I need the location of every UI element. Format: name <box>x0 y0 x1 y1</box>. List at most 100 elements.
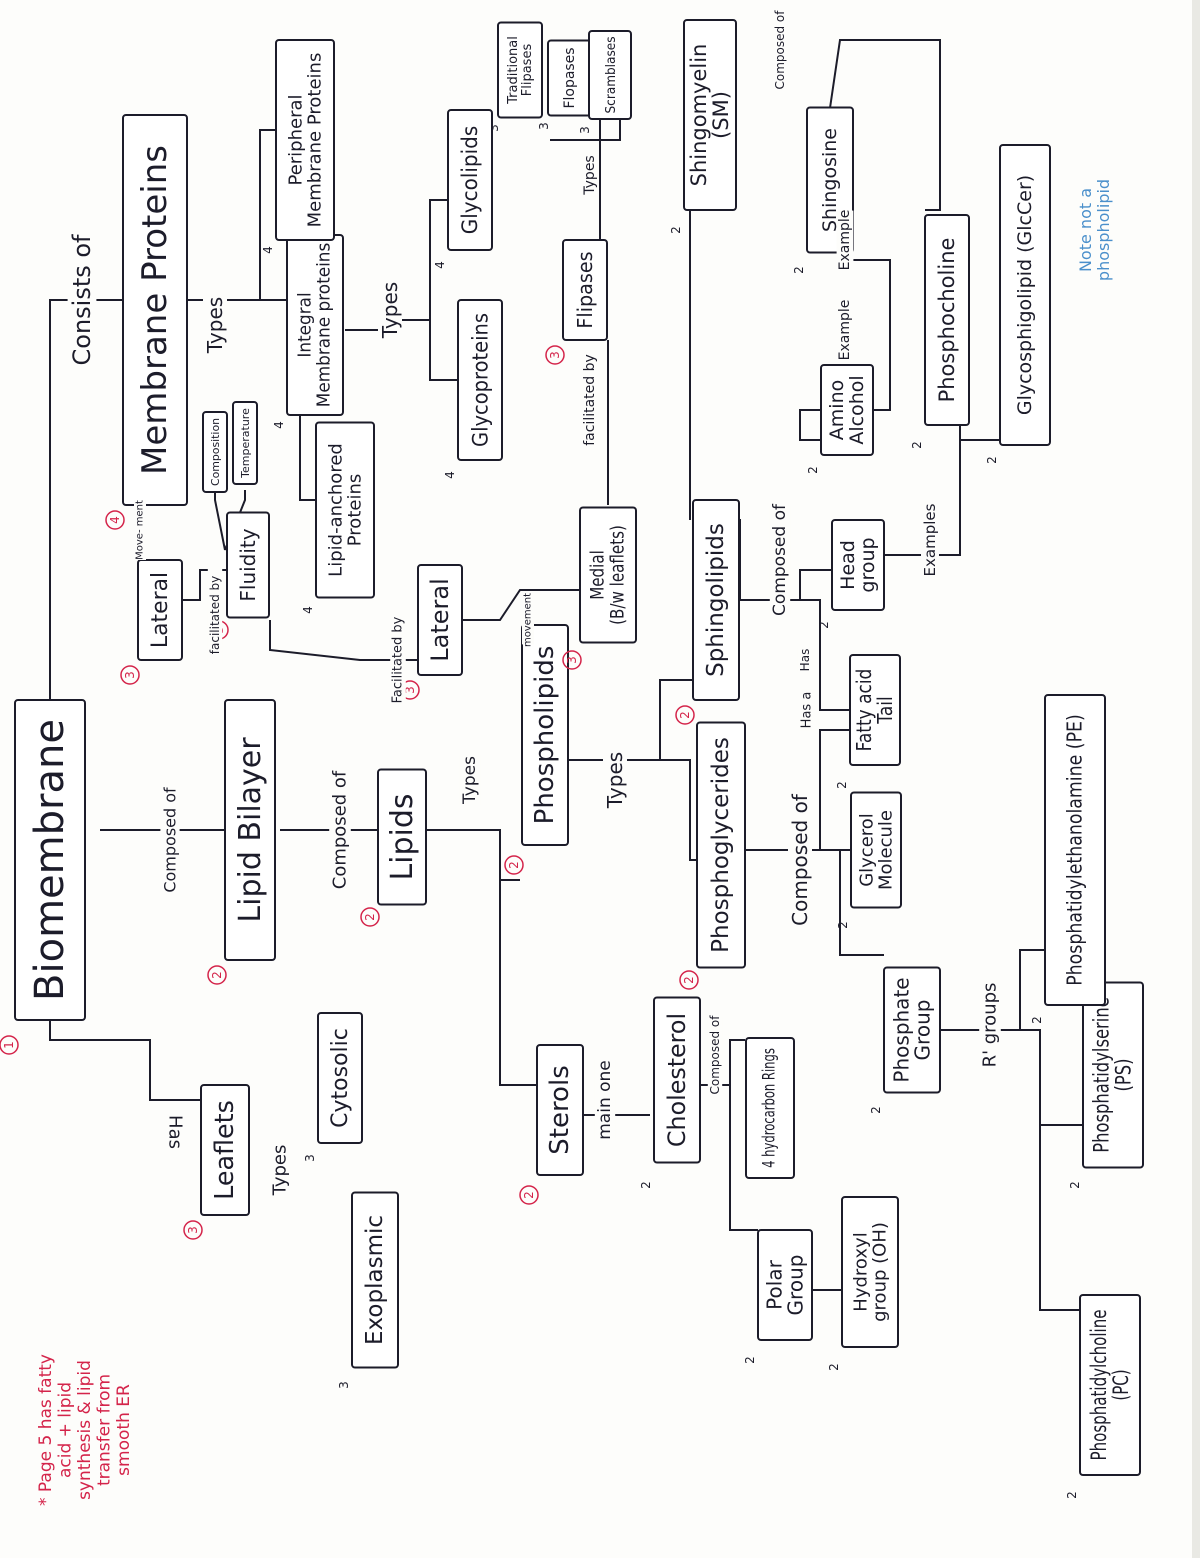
rank-number: 2 <box>669 226 683 234</box>
node-lipids: Lipids <box>377 768 427 906</box>
node-box <box>683 19 737 211</box>
node-biomembrane: Biomembrane <box>14 699 86 1021</box>
svg-text:4: 4 <box>108 516 122 524</box>
svg-text:Examples: Examples <box>921 503 939 576</box>
node-box <box>579 506 637 644</box>
node-hydrocarbon-rings: 4 hydrocarbon Rings <box>745 1037 795 1179</box>
svg-text:Composed of: Composed of <box>330 770 351 889</box>
svg-text:Composed of: Composed of <box>788 793 812 926</box>
svg-text:movement: movement <box>523 593 534 647</box>
node-label: Flopases <box>562 48 578 109</box>
connector-line <box>1020 1029 1083 1126</box>
svg-text:2: 2 <box>827 1363 841 1371</box>
svg-text:3: 3 <box>303 1154 317 1162</box>
svg-text:3: 3 <box>578 126 592 134</box>
node-label: 4 hydrocarbon Rings <box>761 1048 780 1168</box>
svg-text:2: 2 <box>743 1356 757 1364</box>
node-label: Temperature <box>239 408 252 479</box>
link-movement-prot: Move- ment <box>134 500 146 560</box>
connector-line <box>49 299 130 700</box>
node-leaflets: Leaflets <box>200 1084 250 1216</box>
link-has: Has <box>164 1114 186 1150</box>
node-box <box>696 721 746 969</box>
link-types-phospho: Types <box>603 750 627 810</box>
link-r-groups: R' groups <box>979 977 1001 1073</box>
svg-text:3: 3 <box>487 124 501 132</box>
svg-text:3: 3 <box>548 351 562 359</box>
node-label: Lipid Bilayer <box>233 737 268 923</box>
rank-number: 2 <box>836 921 850 929</box>
svg-text:Example: Example <box>837 300 853 361</box>
node-exoplasmic: Exoplasmic <box>351 1191 399 1369</box>
rank-number: 3 <box>120 665 140 685</box>
rank-number: 4 <box>443 471 457 479</box>
link-has-sph: Has <box>797 647 813 673</box>
node-label: Hydroxylgroup (OH) <box>850 1222 890 1322</box>
node-ps: Phosphatidylserine(PS) <box>1082 981 1144 1169</box>
svg-text:2: 2 <box>835 781 849 789</box>
connector-line <box>259 129 290 301</box>
svg-text:Facilitated by: Facilitated by <box>391 616 406 703</box>
svg-text:Composed of: Composed of <box>161 787 180 893</box>
svg-text:2: 2 <box>1030 1016 1044 1024</box>
node-integral: IntegralMembrane proteins <box>286 234 344 416</box>
node-label: IntegralMembrane proteins <box>295 243 335 407</box>
svg-text:4: 4 <box>443 471 457 479</box>
svg-text:Types: Types <box>603 752 627 809</box>
connector-line <box>499 880 537 1086</box>
node-label: Fluidity <box>236 528 260 601</box>
link-types-flip: Types <box>581 153 599 197</box>
svg-text:Consists of: Consists of <box>68 234 96 366</box>
link-has-a: Has a <box>799 689 815 731</box>
node-label: Phosphocholine <box>935 238 959 403</box>
node-box <box>377 768 427 906</box>
rank-number: 3 <box>537 122 551 130</box>
node-box <box>831 519 885 611</box>
node-label: AminoAlcohol <box>826 375 868 444</box>
node-box <box>562 239 608 341</box>
link-composed-of-1: Composed of <box>160 787 180 893</box>
svg-text:R' groups: R' groups <box>980 983 1001 1068</box>
link-example-amino: Example <box>836 300 854 361</box>
note-blue: Note not aphospholipid <box>1076 179 1113 281</box>
rank-number: 2 <box>792 266 806 274</box>
node-label: Shingomyelin(SM) <box>687 44 733 187</box>
rank-number: 2 <box>869 1106 883 1114</box>
svg-text:2: 2 <box>817 621 831 629</box>
svg-text:3: 3 <box>403 686 417 694</box>
svg-text:Composed of: Composed of <box>770 503 790 616</box>
svg-text:4: 4 <box>261 246 275 254</box>
svg-text:Has a: Has a <box>800 692 815 729</box>
node-label: Glycolipids <box>458 126 483 235</box>
node-head-group: Headgroup <box>831 519 885 611</box>
node-lipid-anchored: Lipid-anchoredProteins <box>315 421 375 599</box>
rank-number: 3 <box>303 1154 317 1162</box>
svg-text:2: 2 <box>363 913 377 921</box>
connector-line <box>660 759 697 861</box>
svg-text:4: 4 <box>301 606 315 614</box>
node-flipases: Flipases <box>562 239 608 341</box>
node-fatty-acid-tail: Fatty acidTail <box>849 654 901 766</box>
link-facilitated-by-lat: Facilitated by <box>390 607 406 713</box>
node-phosphate-group: PhosphateGroup <box>883 966 941 1094</box>
link-composed-of-sph: Composed of <box>769 503 791 616</box>
rank-number: 2 <box>817 621 831 629</box>
node-box <box>275 39 335 241</box>
node-box <box>317 1012 363 1144</box>
node-label: Medial(B/w leaflets) <box>587 525 629 625</box>
svg-text:4: 4 <box>433 261 447 269</box>
node-label: Fatty acidTail <box>853 669 897 752</box>
svg-text:Types: Types <box>270 1145 291 1197</box>
node-label: Composition <box>208 418 221 486</box>
node-box <box>1082 981 1144 1169</box>
svg-text:main one: main one <box>595 1060 615 1140</box>
link-types-prot: Types <box>203 295 227 355</box>
connector-line <box>426 829 520 881</box>
svg-text:Composed of: Composed of <box>708 1015 722 1095</box>
connector-line <box>739 569 832 601</box>
node-box <box>1079 1294 1141 1476</box>
svg-text:Types: Types <box>378 282 402 339</box>
node-box <box>745 1037 795 1179</box>
node-box <box>841 1196 899 1348</box>
rank-number: 2 <box>679 970 699 990</box>
